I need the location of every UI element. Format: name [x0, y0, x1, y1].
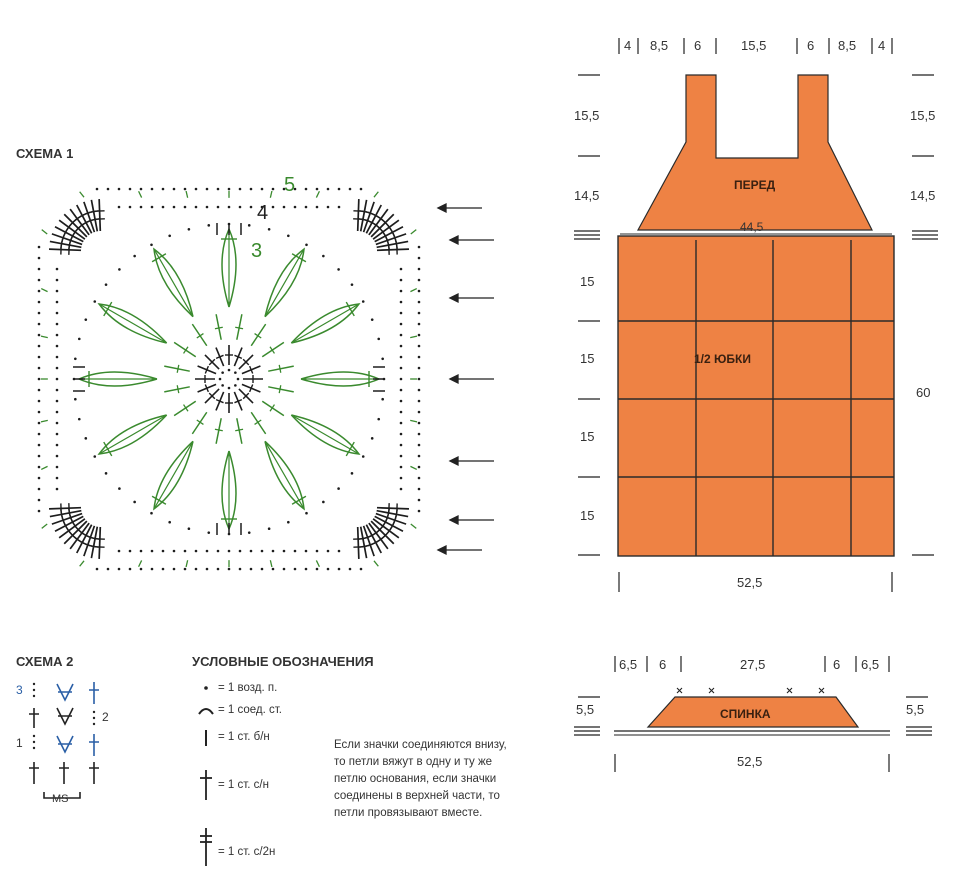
- front-top-dim-1: 4: [624, 38, 632, 53]
- row-number-4: 4: [257, 202, 269, 224]
- scheme2-row-3: 3: [16, 683, 23, 697]
- front-top-dim-3: 6: [694, 38, 702, 53]
- scheme2-row-1: 1: [16, 736, 23, 750]
- front-top-dim-5: 6: [807, 38, 815, 53]
- back-left-dim: 5,5: [576, 702, 595, 717]
- legend-item-tr: = 1 ст. с/2н: [218, 846, 276, 858]
- legend-title: УСЛОВНЫЕ ОБОЗНАЧЕНИЯ: [192, 654, 374, 669]
- back-shape: [646, 696, 860, 728]
- skirt-shape: [617, 235, 895, 557]
- front-left-dim-1: 15,5: [574, 108, 600, 123]
- scheme2-ms: MS: [52, 793, 69, 805]
- legend-item-sc: = 1 ст. б/н: [218, 731, 270, 743]
- bodice-shape: [636, 74, 873, 231]
- slip-stitch-icon: [198, 708, 214, 715]
- back-bottom-dim: 52,5: [737, 754, 763, 769]
- back-top-dim-4: 6: [833, 657, 841, 672]
- front-left-dim-3: 15: [580, 274, 595, 289]
- back-right-dim: 5,5: [906, 702, 925, 717]
- front-top-dim-7: 4: [878, 38, 886, 53]
- back-top-dim-1: 6,5: [619, 657, 638, 672]
- front-left-dim-6: 15: [580, 508, 595, 523]
- front-right-dim-1: 15,5: [910, 108, 936, 123]
- legend-item-slip: = 1 соед. ст.: [218, 704, 282, 716]
- treble-crochet-icon: [200, 828, 212, 866]
- skirt-label: 1/2 ЮБКИ: [694, 352, 751, 366]
- double-crochet-icon: [200, 770, 212, 800]
- front-left-dim-2: 14,5: [574, 188, 600, 203]
- chain-icon: [204, 686, 208, 690]
- scheme2-title: СХЕМА 2: [16, 654, 74, 669]
- front-right-dim-3: 60: [916, 385, 931, 400]
- front-left-dim-4: 15: [580, 351, 595, 366]
- back-top-dim-3: 27,5: [740, 657, 766, 672]
- row-arrows: [436, 202, 494, 556]
- row-number-5: 5: [284, 174, 296, 196]
- front-top-dim-2: 8,5: [650, 38, 669, 53]
- front-label: ПЕРЕД: [734, 178, 776, 192]
- front-right-dim-2: 14,5: [910, 188, 936, 203]
- scheme2-row-2: 2: [102, 710, 109, 724]
- back-top-dim-2: 6: [659, 657, 667, 672]
- back-label: СПИНКА: [720, 707, 771, 721]
- front-bottom-dim: 52,5: [737, 575, 763, 590]
- front-top-dim-4: 15,5: [741, 38, 767, 53]
- back-top-dim-5: 6,5: [861, 657, 880, 672]
- row-number-3: 3: [251, 240, 263, 262]
- front-top-dim-6: 8,5: [838, 38, 857, 53]
- front-width-label: 44,5: [740, 220, 764, 234]
- scheme1-title: СХЕМА 1: [16, 146, 74, 161]
- legend-item-chain: = 1 возд. п.: [218, 682, 278, 694]
- legend-item-dc: = 1 ст. с/н: [218, 779, 269, 791]
- front-left-dim-5: 15: [580, 429, 595, 444]
- legend-note: Если значки соединяются внизу, то петли …: [334, 739, 507, 819]
